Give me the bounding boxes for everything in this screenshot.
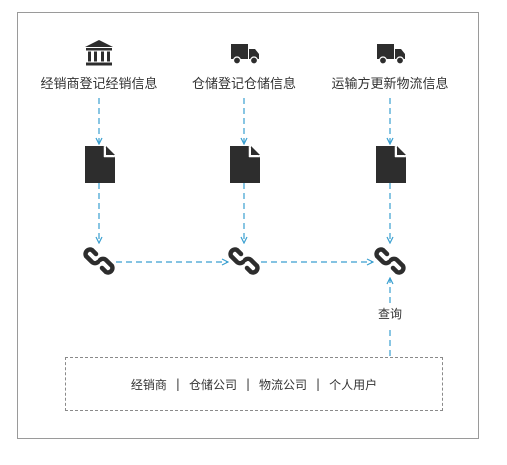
step-label-warehouse: 仓储登记仓储信息 [191,77,297,92]
bank-icon [85,40,113,66]
chain-link-icon [83,247,115,275]
separator: | [245,377,251,391]
document-icon [85,146,115,183]
chain-link-icon [228,247,260,275]
truck-icon [377,44,405,65]
step-label-logistics: 运输方更新物流信息 [331,77,449,92]
document-icon [376,146,406,183]
user-type-logistics-company: 物流公司 [259,377,308,392]
separator: | [316,377,321,391]
user-type-dealer: 经销商 [130,377,167,392]
document-icon [230,146,260,183]
query-label: 查询 [377,307,403,321]
chain-link-icon [374,247,406,275]
user-type-individual: 个人用户 [329,377,378,392]
truck-icon [231,44,259,65]
users-box: 经销商 | 仓储公司 | 物流公司 | 个人用户 [65,357,443,411]
diagram-frame [17,12,479,439]
user-type-warehouse-company: 仓储公司 [188,377,237,392]
separator: | [175,377,180,391]
step-label-dealer: 经销商登记经销信息 [40,77,158,92]
